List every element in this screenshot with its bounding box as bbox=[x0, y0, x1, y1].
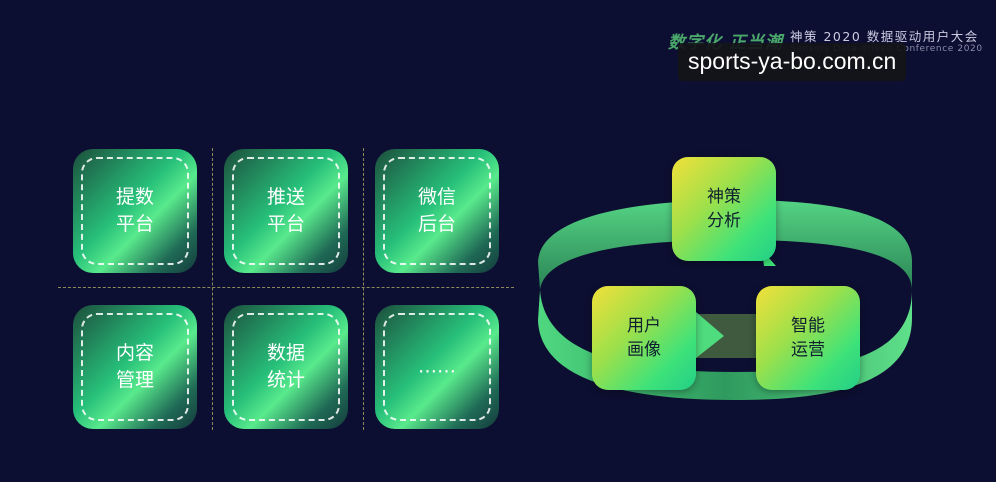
grid-divider-horizontal bbox=[58, 287, 514, 288]
tile-label: 内容管理 bbox=[115, 342, 154, 391]
tile-label: 微信后台 bbox=[417, 186, 456, 235]
tile-dashed-border bbox=[81, 157, 189, 265]
tile-data-extraction-platform: 提数平台 bbox=[73, 149, 197, 273]
cycle-ring-back bbox=[538, 200, 912, 290]
node-sensors-analytics: 神策分析 bbox=[672, 157, 776, 261]
tile-content-management: 内容管理 bbox=[73, 305, 197, 429]
conference-title: 神策 2020 数据驱动用户大会 bbox=[790, 29, 979, 44]
tile-dashed-border bbox=[232, 157, 340, 265]
node-label: 用户画像 bbox=[627, 316, 661, 360]
node-label: 神策分析 bbox=[707, 187, 741, 231]
tile-label: 推送平台 bbox=[266, 186, 305, 235]
tile-label: 提数平台 bbox=[115, 186, 154, 235]
tile-data-statistics: 数据统计 bbox=[224, 305, 348, 429]
node-user-profile: 用户画像 bbox=[592, 286, 696, 390]
tile-more: …… bbox=[375, 305, 499, 429]
tile-dashed-border bbox=[383, 313, 491, 421]
tile-push-platform: 推送平台 bbox=[224, 149, 348, 273]
tile-label: 数据统计 bbox=[266, 342, 305, 391]
watermark-url: sports-ya-bo.com.cn bbox=[678, 43, 907, 81]
tile-dashed-border bbox=[81, 313, 189, 421]
pointer-tail-profile bbox=[696, 312, 724, 358]
node-smart-operations: 智能运营 bbox=[756, 286, 860, 390]
grid-divider-vertical bbox=[363, 148, 364, 430]
node-label: 智能运营 bbox=[791, 316, 825, 360]
tile-dashed-border bbox=[383, 157, 491, 265]
tile-label: …… bbox=[418, 355, 456, 378]
tile-wechat-backend: 微信后台 bbox=[375, 149, 499, 273]
platform-grid: 提数平台 推送平台 微信后台 内容管理 数据统计 …… bbox=[58, 148, 514, 430]
tile-dashed-border bbox=[232, 313, 340, 421]
grid-divider-vertical bbox=[212, 148, 213, 430]
